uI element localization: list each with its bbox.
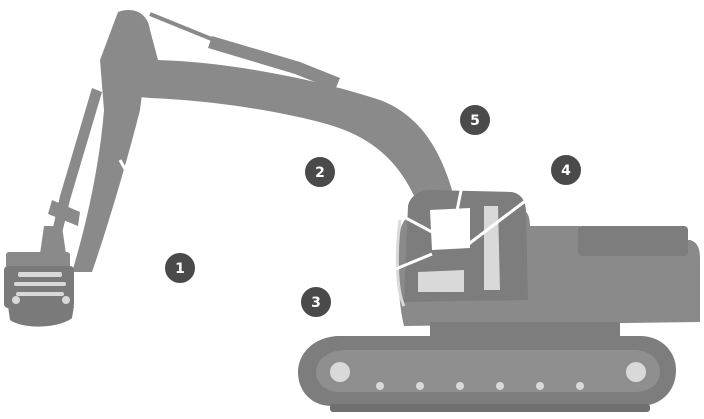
undercarriage-frame xyxy=(430,322,620,340)
callout-4: 4 xyxy=(549,153,583,187)
bucket-linkage xyxy=(48,200,80,226)
leader-line-3 xyxy=(315,252,433,304)
cab-window-side xyxy=(484,206,500,290)
callout-label: 2 xyxy=(315,165,325,181)
callout-marker xyxy=(163,251,197,285)
boom-cylinder xyxy=(208,36,340,90)
boom-rod xyxy=(149,12,215,42)
attachment-base xyxy=(8,306,74,327)
track-shoes xyxy=(330,404,650,412)
arm xyxy=(72,12,150,272)
attachment-detail xyxy=(12,272,70,304)
leader-line-5 xyxy=(450,119,477,237)
callout-5: 5 xyxy=(458,103,492,137)
callout-marker xyxy=(303,155,337,189)
cab-window-main xyxy=(430,208,470,250)
counterweight xyxy=(578,226,688,256)
callout-1: 1 xyxy=(163,251,197,285)
cab-window-lower xyxy=(418,270,464,292)
boom xyxy=(118,10,452,211)
callout-marker xyxy=(549,153,583,187)
callout-label: 3 xyxy=(311,295,321,311)
excavator-silhouette xyxy=(4,10,700,412)
track-rollers xyxy=(330,362,646,390)
callout-2: 2 xyxy=(303,155,337,189)
leader-line-4 xyxy=(465,168,567,248)
leader-lines xyxy=(118,119,567,304)
callout-3: 3 xyxy=(299,285,333,319)
leader-line-2 xyxy=(319,170,433,234)
track-inner xyxy=(316,350,660,392)
leader-line-1 xyxy=(118,159,182,269)
callout-marker xyxy=(458,103,492,137)
callout-label: 1 xyxy=(175,261,185,277)
bucket-linkage-lower xyxy=(40,226,66,254)
callout-label: 4 xyxy=(561,163,571,179)
attachment-head xyxy=(6,252,70,268)
callout-label: 5 xyxy=(470,113,480,129)
callout-marker xyxy=(299,285,333,319)
